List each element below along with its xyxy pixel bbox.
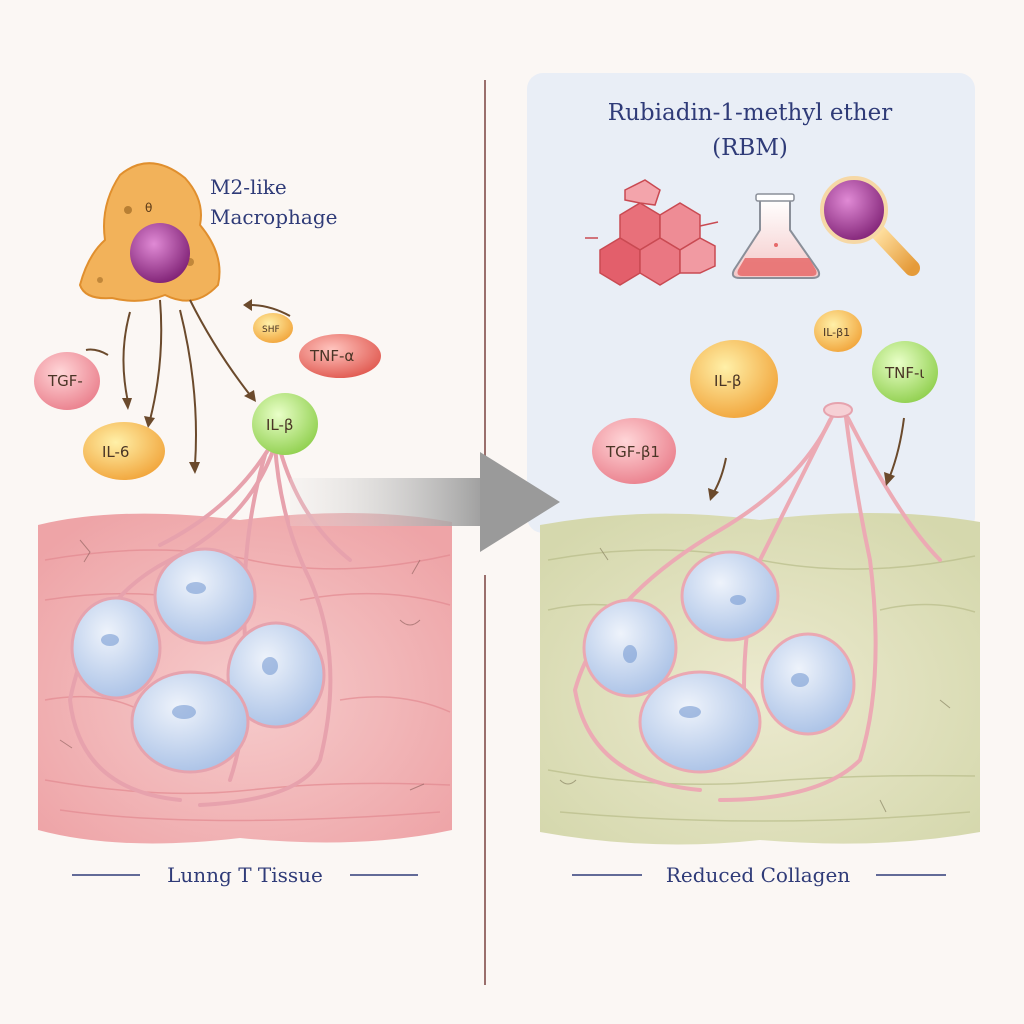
footer-label-left: Lunng T Tissue: [167, 863, 323, 887]
cytokine-il6-label: IL-6: [102, 443, 129, 461]
cytokine-arrows-right: [713, 417, 905, 493]
rbm-title-line1: Rubiadin-1-methyl ether: [608, 100, 892, 126]
alveoli-right: [582, 550, 856, 774]
cytokine-small-left: SHF: [253, 313, 293, 343]
rbm-title-line2: (RBM): [712, 135, 788, 161]
cytokine-il-b1-right: IL-β1: [814, 310, 862, 352]
cytokine-tgf-b1-right: TGF-β1: [592, 418, 676, 484]
cytokine-arrowheads-left: [122, 299, 256, 474]
cytokine-il-beta-label: IL-β: [266, 416, 294, 434]
airway-opening-right: [823, 402, 853, 418]
macrophage-body-mark: θ: [145, 201, 152, 215]
cytokine-tnf-alpha-left: TNF-α: [299, 334, 381, 378]
cytokine-tgf-left: TGF-: [34, 352, 100, 410]
macrophage-nucleus: [130, 223, 190, 283]
cytokine-il6-left: IL-6: [83, 422, 165, 480]
treatment-transition-arrow: [290, 452, 560, 552]
alveoli-left: [70, 547, 326, 774]
magnifier-icon: [820, 176, 920, 276]
cytokine-il-beta-right-label: IL-β: [714, 372, 742, 390]
cytokine-arrowheads-right: [708, 472, 895, 501]
cytokine-small-label: SHF: [262, 325, 280, 335]
molecule-crystal-icon: [585, 179, 719, 286]
m2-macrophage-cell: θ: [78, 162, 221, 302]
footer-label-right: Reduced Collagen: [666, 863, 850, 887]
cytokine-il-b1-label: IL-β1: [823, 326, 850, 339]
cytokine-tnf-right-label: TNF-ι: [884, 364, 925, 382]
cytokine-tnf-alpha-label: TNF-α: [309, 347, 354, 365]
cytokine-il-beta-right: IL-β: [690, 340, 778, 418]
cytokine-il-beta-left: IL-β: [252, 393, 318, 455]
cytokine-tnf-right: TNF-ι: [872, 341, 938, 403]
cytokine-tgf-b1-label: TGF-β1: [605, 443, 660, 461]
macrophage-label-line1: M2-like: [210, 175, 287, 199]
macrophage-label-line2: Macrophage: [210, 205, 337, 229]
cytokine-arrows-left: [85, 299, 291, 466]
cytokine-tgf-label: TGF-: [47, 372, 83, 390]
lab-flask-icon: [731, 193, 821, 279]
